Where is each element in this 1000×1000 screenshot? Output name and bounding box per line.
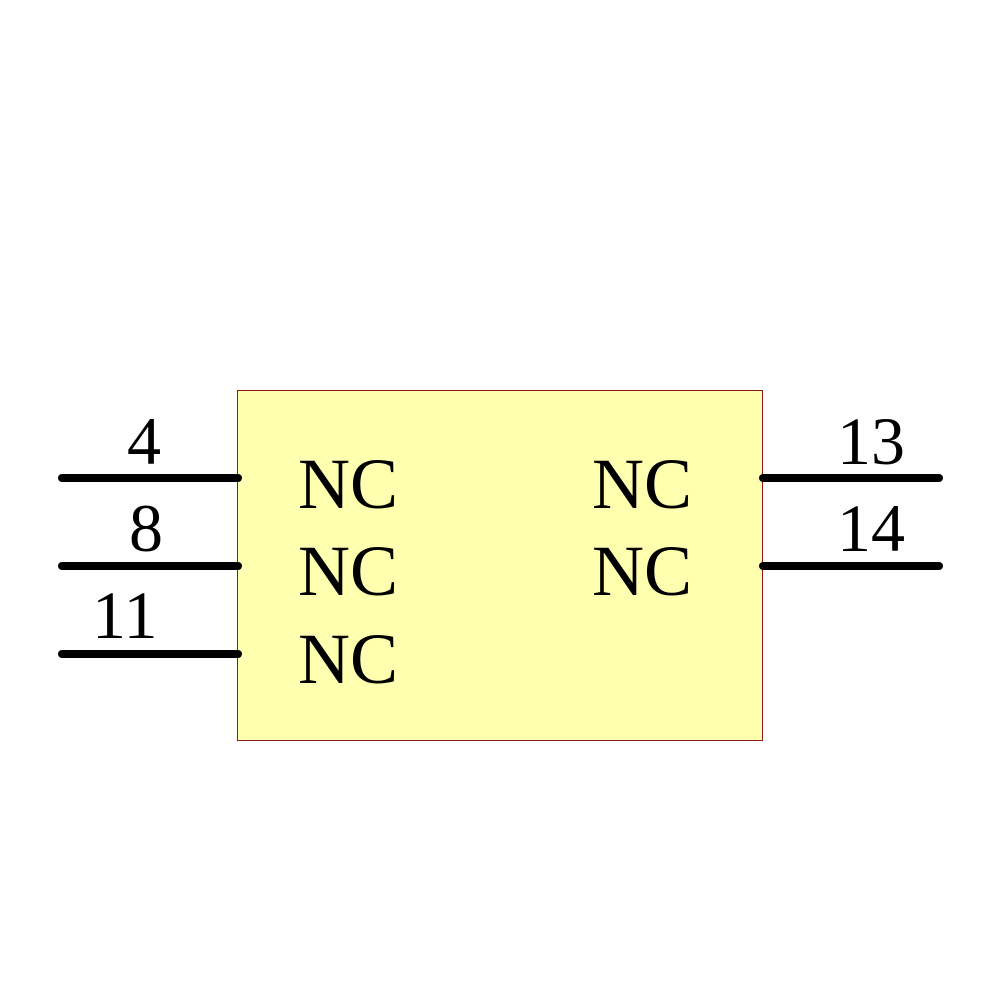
pin-13-line: [759, 474, 943, 482]
pin-4-number: 4: [127, 403, 161, 479]
pin-14-line: [759, 562, 943, 570]
pin-4-line: [58, 474, 242, 482]
pin-8-line: [58, 562, 242, 570]
pin-4-label: NC: [298, 444, 399, 524]
pin-11-number: 11: [92, 577, 158, 653]
pin-14-number: 14: [837, 490, 905, 566]
component-body: [237, 390, 763, 741]
pin-13-number: 13: [837, 403, 905, 479]
pin-11-label: NC: [298, 619, 399, 699]
pin-11-line: [58, 650, 242, 658]
pin-8-number: 8: [129, 490, 163, 566]
pin-14-label: NC: [592, 531, 693, 611]
pin-8-label: NC: [298, 531, 399, 611]
pin-13-label: NC: [592, 444, 693, 524]
